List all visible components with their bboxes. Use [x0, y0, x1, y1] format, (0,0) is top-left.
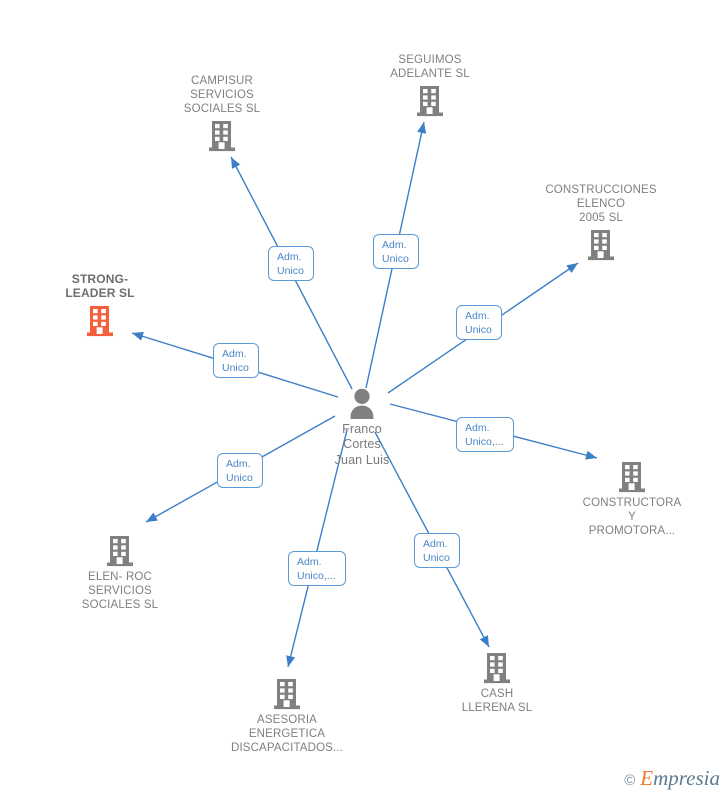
building-icon [417, 651, 577, 685]
edge-center-to-elenroc-label[interactable]: Adm. Unico [217, 453, 263, 488]
node-campisur-servicios-sociales-sl-label: CAMPISUR SERVICIOS SOCIALES SL [183, 74, 261, 115]
empresia-logo-rest: mpresia [653, 766, 720, 790]
center-person-label: Franco Cortes Juan Luis [334, 422, 390, 467]
node-construcciones-elenco-2005-sl-label: CONSTRUCCIONES ELENCO 2005 SL [545, 183, 657, 224]
center-person[interactable]: Franco Cortes Juan Luis [282, 388, 442, 468]
node-campisur-servicios-sociales-sl[interactable]: CAMPISUR SERVICIOS SOCIALES SL [142, 74, 302, 153]
node-asesoria-energetica-discapacitados-label: ASESORIA ENERGETICA DISCAPACITADOS... [230, 714, 344, 755]
edge-center-to-elenco-arrowhead [566, 263, 578, 274]
edge-center-to-asesoria-arrowhead [286, 655, 296, 667]
building-icon [521, 228, 681, 262]
person-icon [282, 388, 442, 420]
empresia-watermark: © Empresia [624, 768, 720, 790]
building-icon [350, 84, 510, 118]
edge-center-to-cash-label[interactable]: Adm. Unico [414, 533, 460, 568]
building-icon [142, 119, 302, 153]
edge-center-to-cash-arrowhead [479, 635, 489, 647]
edge-center-to-elenco-label[interactable]: Adm. Unico [456, 305, 502, 340]
node-seguimos-adelante-sl-label: SEGUIMOS ADELANTE SL [390, 53, 470, 80]
node-constructora-y-promotora[interactable]: CONSTRUCTORA Y PROMOTORA... [552, 460, 712, 538]
copyright-icon: © [624, 772, 636, 789]
edge-center-to-campisur-arrowhead [231, 157, 241, 169]
edge-center-to-constructora-arrowhead [585, 450, 597, 460]
edge-center-to-strongleader-label[interactable]: Adm. Unico [213, 343, 259, 378]
building-icon [552, 460, 712, 494]
node-elen-roc-servicios-sociales-sl-label: ELEN- ROC SERVICIOS SOCIALES SL [81, 571, 159, 612]
node-cash-llerena-sl-label: CASH LLERENA SL [461, 688, 533, 715]
building-icon [20, 304, 180, 338]
building-icon [207, 677, 367, 711]
edge-center-to-seguimos-label[interactable]: Adm. Unico [373, 234, 419, 269]
edge-center-to-asesoria-label[interactable]: Adm. Unico,... [288, 551, 346, 586]
node-elen-roc-servicios-sociales-sl[interactable]: ELEN- ROC SERVICIOS SOCIALES SL [40, 534, 200, 612]
node-cash-llerena-sl[interactable]: CASH LLERENA SL [417, 651, 577, 715]
node-asesoria-energetica-discapacitados[interactable]: ASESORIA ENERGETICA DISCAPACITADOS... [207, 677, 367, 755]
edge-center-to-campisur-label[interactable]: Adm. Unico [268, 246, 314, 281]
empresia-logo-initial: E [640, 766, 654, 790]
empresia-logo-text: Empresia [640, 768, 720, 789]
edge-center-to-constructora-label[interactable]: Adm. Unico,... [456, 417, 514, 452]
edge-center-to-seguimos-arrowhead [417, 122, 427, 134]
node-strong-leader-sl-label: STRONG- LEADER SL [65, 271, 135, 301]
node-seguimos-adelante-sl[interactable]: SEGUIMOS ADELANTE SL [350, 53, 510, 118]
edge-center-to-elenroc-arrowhead [146, 512, 158, 522]
node-constructora-y-promotora-label: CONSTRUCTORA Y PROMOTORA... [582, 497, 682, 538]
node-strong-leader-sl[interactable]: STRONG- LEADER SL [20, 272, 180, 338]
building-icon [40, 534, 200, 568]
node-construcciones-elenco-2005-sl[interactable]: CONSTRUCCIONES ELENCO 2005 SL [521, 183, 681, 262]
